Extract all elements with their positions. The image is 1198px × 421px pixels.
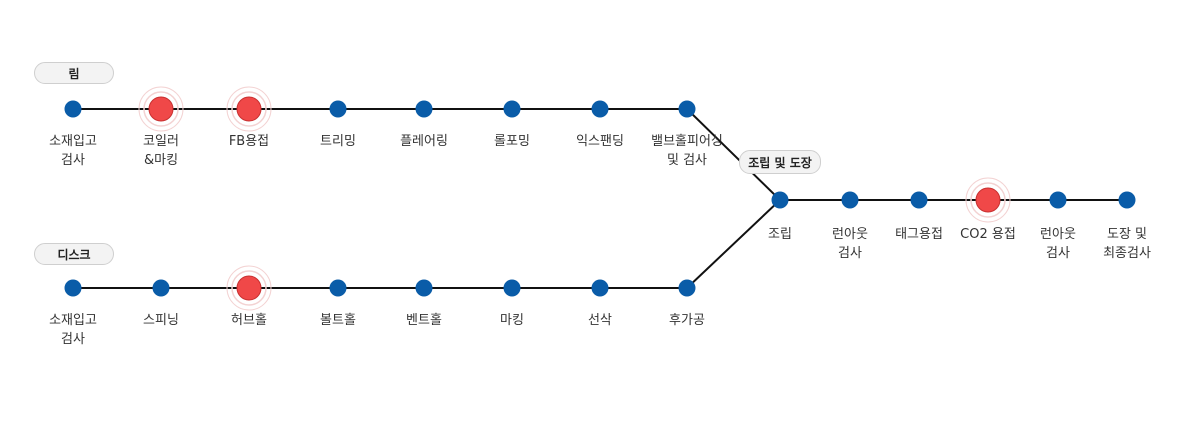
- rim-step-0-label: 소재입고 검사: [49, 134, 97, 168]
- rim-step-1-halo: [143, 91, 179, 127]
- disk-step-4-label: 벤트홀: [406, 313, 442, 328]
- assembly-step-0-node: [771, 191, 789, 209]
- rim-line-label: 림: [34, 62, 114, 84]
- rim-step-3-node: [329, 100, 347, 118]
- assembly-step-0-label: 조립: [768, 227, 792, 242]
- rim-step-1-halo: [138, 86, 184, 132]
- merge-label: 조립 및 도장: [739, 150, 821, 174]
- rim-step-3-label: 트리밍: [320, 134, 356, 149]
- assembly-step-1-label: 런아웃 검사: [832, 227, 868, 261]
- rim-step-7-label: 밸브홀피어싱 및 검사: [651, 134, 723, 168]
- disk-step-6-label: 선삭: [588, 313, 612, 328]
- disk-step-7-node: [678, 279, 696, 297]
- rim-step-6-label: 익스팬딩: [576, 134, 624, 149]
- assembly-step-4-node: [1049, 191, 1067, 209]
- rim-step-7-node: [678, 100, 696, 118]
- disk-step-3-label: 볼트홀: [320, 313, 356, 328]
- rim-step-1-label: 코일러 &마킹: [143, 134, 179, 168]
- rim-merge-connector: [686, 108, 781, 201]
- assembly-step-2-label: 태그용접: [895, 227, 943, 242]
- rim-step-6-node: [591, 100, 609, 118]
- assembly-step-2-node: [910, 191, 928, 209]
- assembly-step-5-node: [1118, 191, 1136, 209]
- assembly-step-5-label: 도장 및 최종검사: [1103, 227, 1151, 261]
- assembly-step-3-halo: [965, 177, 1011, 223]
- disk-step-2-label: 허브홀: [231, 313, 267, 328]
- disk-step-3-node: [329, 279, 347, 297]
- rim-step-1-key-node: [148, 96, 174, 122]
- rim-step-5-label: 롤포밍: [494, 134, 530, 149]
- disk-step-5-label: 마킹: [500, 313, 524, 328]
- disk-step-0-label: 소재입고 검사: [49, 313, 97, 347]
- disk-step-2-halo: [226, 265, 272, 311]
- disk-line-label: 디스크: [34, 243, 114, 265]
- disk-step-1-node: [152, 279, 170, 297]
- assembly-step-1-node: [841, 191, 859, 209]
- disk-merge-connector: [686, 199, 781, 289]
- rim-step-0-node: [64, 100, 82, 118]
- disk-step-2-halo: [231, 270, 267, 306]
- rim-step-2-halo: [231, 91, 267, 127]
- disk-step-5-node: [503, 279, 521, 297]
- rim-step-2-halo: [226, 86, 272, 132]
- disk-step-2-key-node: [236, 275, 262, 301]
- rim-step-2-key-node: [236, 96, 262, 122]
- disk-step-1-label: 스피닝: [143, 313, 179, 328]
- rim-step-2-label: FB용접: [228, 134, 270, 149]
- disk-step-4-node: [415, 279, 433, 297]
- rim-step-4-label: 플레어링: [400, 134, 448, 149]
- disk-step-6-node: [591, 279, 609, 297]
- rim-step-4-node: [415, 100, 433, 118]
- assembly-step-3-key-node: [975, 187, 1001, 213]
- assembly-step-4-label: 런아웃 검사: [1040, 227, 1076, 261]
- assembly-step-3-label: CO2 용접: [960, 227, 1016, 242]
- rim-step-5-node: [503, 100, 521, 118]
- disk-step-7-label: 후가공: [669, 313, 705, 328]
- disk-step-0-node: [64, 279, 82, 297]
- assembly-step-3-halo: [970, 182, 1006, 218]
